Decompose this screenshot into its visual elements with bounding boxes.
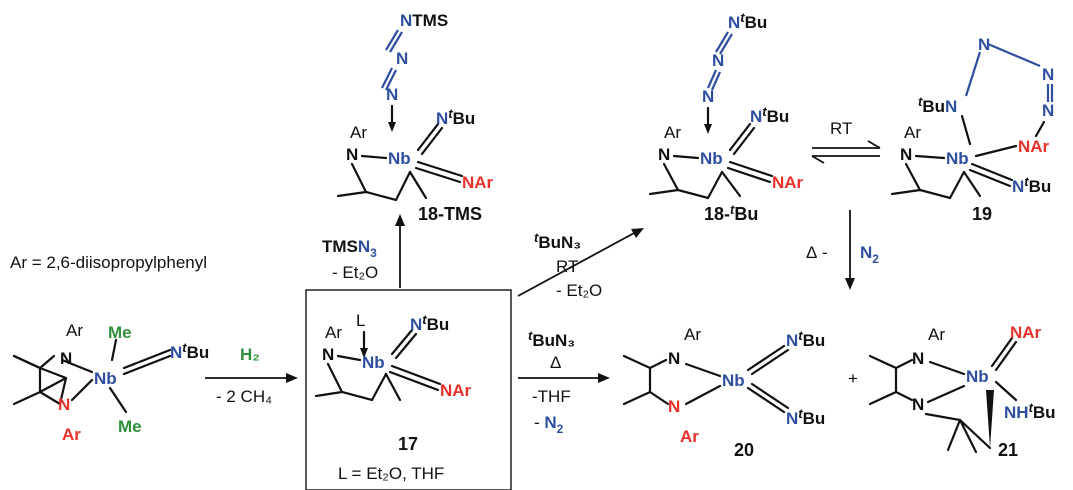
starting-complex: N Ar N Ar Nb Me Me NtBu: [12, 321, 209, 444]
atom-N: N: [912, 395, 924, 414]
methyl-label: Me: [118, 417, 142, 436]
imido-nar: NAr: [772, 173, 804, 192]
arrow-to-20: tBuN₃ Δ -THF - N2: [518, 328, 610, 436]
atom-Nb: Nb: [946, 149, 969, 168]
imido-tbu: NtBu: [786, 328, 825, 350]
atom-Ar: Ar: [664, 123, 681, 142]
compound-21: Ar N N Nb NAr NHtBu 21: [868, 323, 1056, 460]
atom-Ar: Ar: [680, 427, 699, 446]
plus-sign: +: [848, 369, 858, 388]
imido-tbu: NtBu: [786, 406, 825, 428]
label-18-tbu: 18-tBu: [704, 202, 758, 224]
atom-N: N: [322, 345, 334, 364]
compound-19: N N N tBuN NAr Ar N Nb NtBu 19: [890, 35, 1054, 224]
atom-N: N: [668, 349, 680, 368]
amido-nhtbu: NHtBu: [1004, 400, 1056, 422]
atom-N: N: [978, 35, 990, 54]
atom-N: N: [702, 87, 714, 106]
compound-17: L Ar N Nb NtBu NAr 17 L = Et₂O, THF: [314, 311, 472, 483]
atom-Nb: Nb: [94, 369, 117, 388]
atom-N: N: [58, 395, 70, 414]
imido-tbu: NtBu: [1012, 174, 1051, 196]
atom-N: N: [1042, 101, 1054, 120]
reagent-thf: -THF: [532, 387, 571, 406]
reagent-et2o: - Et₂O: [556, 281, 602, 300]
note-L: L = Et₂O, THF: [338, 464, 444, 483]
reagent-ch4: - 2 CH₄: [216, 387, 272, 406]
reagent-tbun3: tBuN₃: [528, 328, 575, 350]
imido-tbu: NtBu: [436, 106, 475, 128]
reagent-rt: RT: [830, 119, 852, 138]
atom-N: N: [346, 145, 358, 164]
label-21: 21: [998, 440, 1018, 460]
imido-tbu: NtBu: [750, 104, 789, 126]
atom-Ar: Ar: [350, 123, 367, 142]
label-20: 20: [734, 440, 754, 460]
reagent-n2: N2: [860, 243, 879, 266]
atom-Nb: Nb: [388, 149, 411, 168]
imido-tbu: NtBu: [170, 340, 209, 362]
reagent-rt: RT: [556, 257, 578, 276]
methyl-label: Me: [108, 323, 132, 342]
atom-N: N: [1042, 65, 1054, 84]
azide-terminal: NTMS: [400, 11, 448, 30]
label-19: 19: [972, 204, 992, 224]
imido-nar: NAr: [1010, 323, 1042, 342]
atom-Ar: Ar: [684, 325, 701, 344]
ring-n-tbu: tBuN: [918, 94, 957, 116]
atom-Nb: Nb: [362, 353, 385, 372]
atom-Nb: Nb: [722, 371, 745, 390]
reagent-delta: Δ: [806, 243, 817, 262]
atom-N: N: [900, 145, 912, 164]
arrow-heat: Δ - N2: [806, 210, 879, 290]
atom-N: N: [658, 145, 670, 164]
compound-18-tms: NTMS N N Ar N Nb NtBu NAr 18-TMS: [336, 11, 494, 224]
reagent-n2: - N2: [534, 413, 564, 436]
compound-20: Ar N N Ar Nb NtBu NtBu 20: [622, 325, 825, 460]
azide-terminal: NtBu: [728, 10, 767, 32]
ligand-L: L: [356, 311, 365, 330]
atom-Ar: Ar: [904, 123, 921, 142]
atom-Ar: Ar: [325, 323, 342, 342]
atom-N: N: [386, 85, 398, 104]
imido-nar: NAr: [462, 173, 494, 192]
reagent-h2: H₂: [240, 345, 260, 364]
ar-definition: Ar = 2,6-diisopropylphenyl: [10, 253, 207, 272]
atom-N: N: [396, 49, 408, 68]
atom-N: N: [912, 349, 924, 368]
atom-Ar: Ar: [62, 425, 81, 444]
atom-Ar: Ar: [928, 325, 945, 344]
imido-nar: NAr: [440, 381, 472, 400]
atom-N: N: [668, 397, 680, 416]
reagent-tbun3: tBuN₃: [534, 230, 581, 252]
compound-18-tbu: NtBu N N Ar N Nb NtBu NAr 18-tBu: [648, 10, 804, 224]
imido-tbu: NtBu: [410, 312, 449, 334]
arrow-step1: H₂ - 2 CH₄: [205, 345, 298, 406]
equilibrium-arrows: RT: [811, 119, 881, 164]
imido-nar: NAr: [1018, 137, 1050, 156]
atom-Nb: Nb: [700, 149, 723, 168]
compound-17-box: [305, 289, 512, 490]
label-17: 17: [398, 434, 418, 454]
arrow-to-18tbu: tBuN₃ RT - Et₂O: [517, 228, 644, 300]
reagent-minus: -: [822, 243, 828, 262]
atom-N: N: [60, 349, 72, 368]
reagent-delta: Δ: [550, 353, 561, 372]
atom-Ar: Ar: [66, 321, 83, 340]
atom-N: N: [712, 51, 724, 70]
reagent-tmsn3: TMSN3: [322, 237, 377, 260]
label-18-tms: 18-TMS: [418, 204, 482, 224]
reagent-et2o: - Et₂O: [332, 263, 378, 282]
arrow-to-18tms: TMSN3 - Et₂O: [322, 214, 405, 288]
atom-Nb: Nb: [966, 367, 989, 386]
